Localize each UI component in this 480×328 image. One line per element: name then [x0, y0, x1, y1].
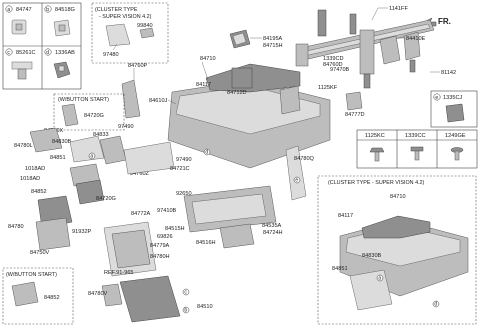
inset-cluster-small-header-2: - SUPER VISION 4.2) — [99, 14, 152, 20]
label-97470b: 97470B — [330, 67, 350, 73]
glove-box-84510 — [119, 275, 181, 323]
label-84760p: 84760P — [128, 63, 148, 69]
label-84777d: 84777D — [345, 112, 365, 118]
label-84715h: 84715H — [263, 43, 283, 49]
label-84780h: 84780H — [150, 254, 170, 260]
inset-wbutton-start-bottom: (W/BUTTON START) 84852 — [2, 267, 74, 325]
bracket-c-icon — [11, 61, 33, 80]
label-1141ff: 1141FF — [389, 6, 408, 12]
label-84720g-b: 84720G — [96, 196, 116, 202]
label-84852-b: 84852 — [44, 295, 60, 301]
label-81142: 81142 — [441, 70, 456, 76]
svg-text:b: b — [184, 308, 187, 314]
label-84510: 84510 — [197, 304, 213, 310]
legend-e-letter: e — [435, 95, 438, 101]
clip-e-icon — [445, 103, 465, 123]
svg-text:d: d — [205, 150, 208, 156]
label-84780l: 84780L — [14, 143, 33, 149]
label-84852: 84852 — [31, 189, 47, 195]
label-1125kf: 1125KF — [318, 85, 338, 91]
label-84515h: 84515H — [165, 226, 185, 232]
label-1018ad-b: 1018AD — [20, 176, 40, 182]
label-84535a: 84535A — [262, 223, 282, 229]
label-84195a: 84195A — [263, 36, 283, 42]
label-84780q: 84780Q — [294, 156, 315, 162]
label-1339cd: 1339CD — [323, 56, 344, 62]
label-84779a: 84779A — [150, 243, 170, 249]
label-97410b: 97410B — [157, 208, 177, 214]
clip-b-icon — [53, 19, 71, 37]
legend-grid: a 84747 b 84518G c 85261C d 1336AB — [2, 2, 82, 90]
label-84780v: 84780V — [88, 291, 108, 297]
fastener-col-1249ge: 1249GE — [445, 133, 466, 139]
svg-text:a: a — [378, 276, 381, 282]
inset-cluster-large-header: (CLUSTER TYPE - SUPER VISION 4.2) — [328, 180, 425, 186]
label-84851: 84851 — [50, 155, 66, 161]
inset-cluster-sv42-small: (CLUSTER TYPE - SUPER VISION 4.2) 97480 … — [91, 2, 169, 64]
inset-cluster-small-header: (CLUSTER TYPE — [95, 7, 138, 13]
svg-text:d: d — [434, 302, 437, 308]
inset-wbutton-top-header: (W/BUTTON START) — [58, 97, 109, 103]
label-84710: 84710 — [200, 56, 216, 62]
legend-a-letter: a — [7, 7, 10, 13]
label-84610j: 84610J — [149, 98, 168, 104]
fastener-col-1125kc: 1125KC — [365, 133, 385, 139]
legend-a-part: 84747 — [16, 7, 32, 13]
legend-c-part: 85261C — [16, 50, 36, 56]
ref-label: REF.91-965 — [104, 270, 134, 276]
label-84720g: 84720G — [84, 113, 104, 119]
label-84712d: 84712D — [227, 90, 247, 96]
label-92650: 92650 — [176, 191, 192, 197]
label-1018ad-a: 1018AD — [25, 166, 45, 172]
label-84772a: 84772A — [131, 211, 151, 217]
svg-text:c: c — [184, 290, 187, 296]
direction-label: FR. — [438, 17, 451, 26]
bolt-1125kc-icon — [369, 147, 385, 162]
label-84830b: 84830B — [52, 139, 72, 145]
fastener-col-1339cc: 1339CC — [405, 133, 426, 139]
clip-a-icon — [11, 19, 27, 35]
cover-84195a — [229, 29, 251, 49]
label-84760z: 84760Z — [130, 171, 150, 177]
label-84117-b: 84117 — [338, 213, 353, 219]
bolt-1339cc-icon — [410, 146, 424, 161]
label-84516h: 84516H — [196, 240, 216, 246]
label-84780: 84780 — [8, 224, 24, 230]
label-91932p: 91932P — [72, 229, 92, 235]
label-84750v: 84750V — [30, 250, 50, 256]
label-84760d: 84760D — [323, 62, 343, 68]
legend-c-letter: c — [7, 50, 10, 56]
side-panel-84780l — [29, 127, 63, 153]
legend-d-part: 1336AB — [55, 50, 75, 56]
legend-e-part: 1335CJ — [443, 95, 462, 101]
label-97490-a: 97490 — [118, 124, 134, 130]
fastener-table: 1125KC 1339CC 1249GE — [356, 129, 478, 169]
label-84724h: 84724H — [263, 230, 283, 236]
inset-wbutton-bottom-header: (W/BUTTON START) — [6, 272, 57, 278]
screw-1249ge-icon — [450, 147, 464, 161]
legend-d-letter: d — [46, 50, 49, 56]
label-84851-b: 84851 — [332, 266, 348, 272]
legend-e-box: e 1335CJ — [430, 90, 478, 128]
inset-cluster-sv42-large: (CLUSTER TYPE - SUPER VISION 4.2) 84710 … — [317, 175, 477, 325]
label-84117: 84117 — [196, 82, 211, 88]
label-97490-b: 97490 — [176, 157, 192, 163]
svg-text:a: a — [90, 154, 93, 160]
legend-b-part: 84518G — [55, 7, 75, 13]
inset-wbutton-start-top: (W/BUTTON START) 84720G — [53, 93, 125, 131]
cowl-cross-bar — [295, 9, 435, 89]
label-84830b-b: 84830B — [362, 253, 382, 259]
label-97480: 97480 — [103, 52, 119, 58]
legend-b-letter: b — [46, 7, 49, 13]
label-99840: 99840 — [137, 23, 153, 29]
svg-text:e: e — [295, 178, 298, 184]
label-84721c: 84721C — [170, 166, 190, 172]
label-84833: 84833 — [93, 132, 109, 138]
clip-d-icon — [53, 61, 71, 79]
label-84410e: 84410E — [406, 36, 426, 42]
label-84710-b: 84710 — [390, 194, 406, 200]
label-69826: 69826 — [157, 234, 173, 240]
main-crash-pad — [167, 63, 331, 169]
